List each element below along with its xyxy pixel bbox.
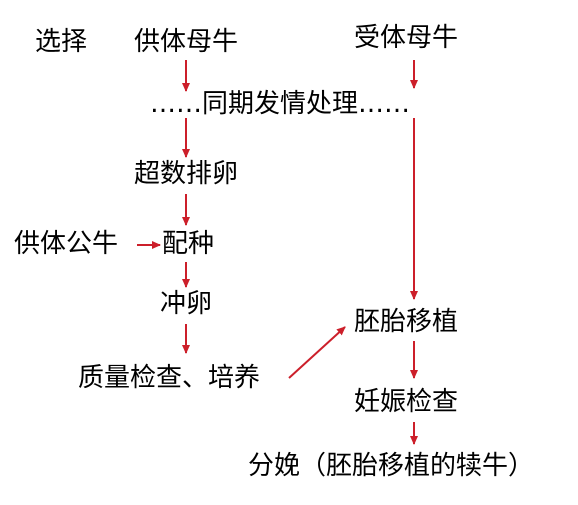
flushing-node: 冲卵 <box>160 289 213 319</box>
quality-check-node: 质量检查、培养 <box>78 363 261 393</box>
embryo-transfer-node: 胚胎移植 <box>354 307 459 337</box>
select-label: 选择 <box>35 27 88 57</box>
synchronize-node: ……同期发情处理…… <box>150 89 411 119</box>
arrow-quality-to-transfer <box>288 326 346 379</box>
pregnancy-check-node: 妊娠检查 <box>354 387 459 417</box>
birth-node: 分娩（胚胎移植的犊牛） <box>248 451 535 481</box>
donor-cow-node: 供体母牛 <box>134 27 239 57</box>
donor-bull-node: 供体公牛 <box>14 229 119 259</box>
superovulation-node: 超数排卵 <box>134 159 239 189</box>
recipient-cow-node: 受体母牛 <box>354 23 459 53</box>
mating-node: 配种 <box>162 229 215 259</box>
